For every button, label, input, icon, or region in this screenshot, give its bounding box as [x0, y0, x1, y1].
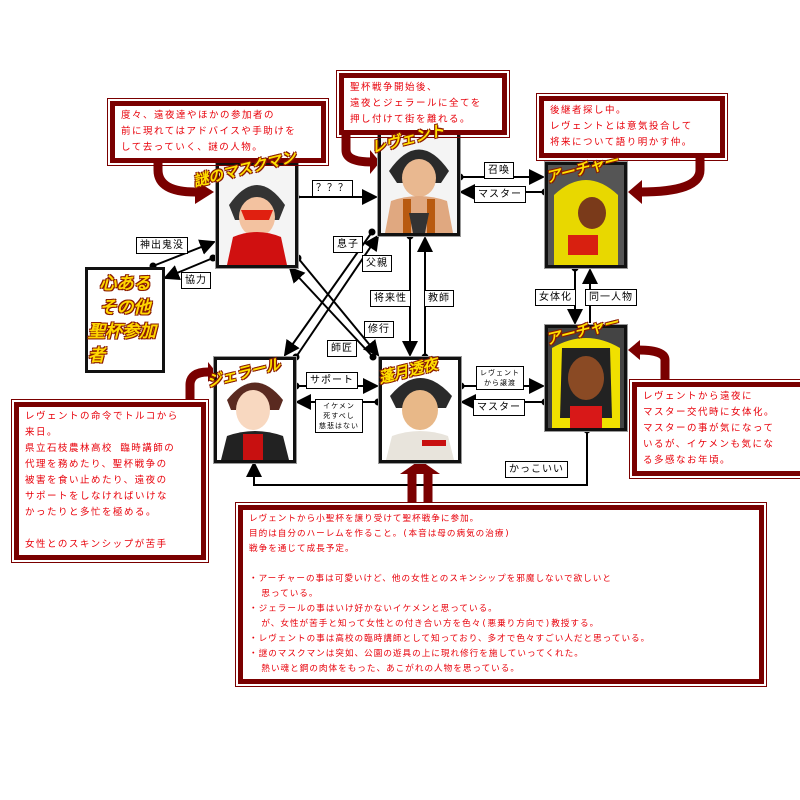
label-line: イケメン — [323, 402, 355, 410]
others-line: 聖杯参加者 — [88, 322, 156, 366]
label-future: 将来性 — [370, 290, 411, 307]
note-gerard: レヴェントの命令でトルコから 来日。 県立石枝農林高校 臨時講師の 代理を務めた… — [11, 399, 209, 563]
label-cooperation: 協力 — [181, 272, 211, 289]
edge-mask-others — [152, 239, 216, 267]
label-mentor: 師匠 — [327, 340, 357, 357]
card-other-participants[interactable]: 心ある その他 聖杯参加者 — [85, 267, 165, 373]
note-archer-female: レヴェントから遠夜に マスター交代時に女体化。 マスターの事が気になって いるが… — [629, 379, 800, 479]
label-line: 死すべし — [323, 412, 355, 420]
label-master-top: マスター — [474, 186, 526, 203]
card-archer-male[interactable] — [545, 162, 627, 268]
edge-others-mask — [163, 257, 214, 280]
label-ikemen: イケメン 死すべし 慈悲はない — [315, 399, 363, 433]
label-summon: 召喚 — [484, 162, 514, 179]
note-touya: レヴェントから小聖杯を譲り受けて聖杯戦争に参加。 目的は自分のハーレムを作ること… — [235, 502, 767, 687]
label-line: レヴェント — [480, 369, 520, 377]
label-training: 修行 — [364, 321, 394, 338]
others-line: 心ある — [99, 274, 151, 294]
others-line: その他 — [99, 298, 151, 318]
note-revent: 聖杯戦争開始後、 遠夜とジェラールに全てを 押し付けて街を離れる。 — [336, 70, 510, 138]
card-touya[interactable] — [379, 357, 461, 463]
label-line: から譲渡 — [484, 379, 516, 387]
edge-training — [297, 257, 380, 357]
label-son: 息子 — [333, 236, 363, 253]
label-teacher: 教師 — [424, 290, 454, 307]
label-same-person: 同一人物 — [585, 289, 637, 306]
maskman-portrait — [219, 165, 295, 265]
archer-male-portrait — [548, 165, 624, 265]
label-support: サポート — [306, 372, 358, 389]
label-father: 父親 — [362, 255, 392, 272]
card-revent[interactable] — [378, 130, 460, 236]
label-master-bottom: マスター — [473, 399, 525, 416]
label-elusive: 神出鬼没 — [136, 237, 188, 254]
label-feminize: 女体化 — [535, 289, 576, 306]
label-transfer: レヴェント から譲渡 — [476, 366, 524, 390]
revent-portrait — [381, 133, 457, 233]
card-archer-female[interactable] — [545, 325, 627, 431]
touya-portrait — [382, 360, 458, 460]
card-maskman[interactable] — [216, 162, 298, 268]
edge-cool — [246, 430, 588, 486]
label-cool: かっこいい — [505, 461, 568, 478]
archer-female-portrait — [548, 328, 624, 428]
edge-mentor — [288, 266, 374, 358]
label-line: 慈悲はない — [319, 422, 359, 430]
label-unknown: ？？？ — [312, 180, 353, 197]
note-maskman: 度々、遠夜達やほかの参加者の 前に現れてはアドバイスや手助けを して去っていく、… — [107, 98, 329, 166]
card-gerard[interactable] — [214, 357, 296, 463]
gerard-portrait — [217, 360, 293, 460]
callout-arrows — [153, 125, 705, 503]
note-archer-male: 後継者探し中。 レヴェントとは意気投合して 将来について語り明かす仲。 — [536, 93, 728, 161]
